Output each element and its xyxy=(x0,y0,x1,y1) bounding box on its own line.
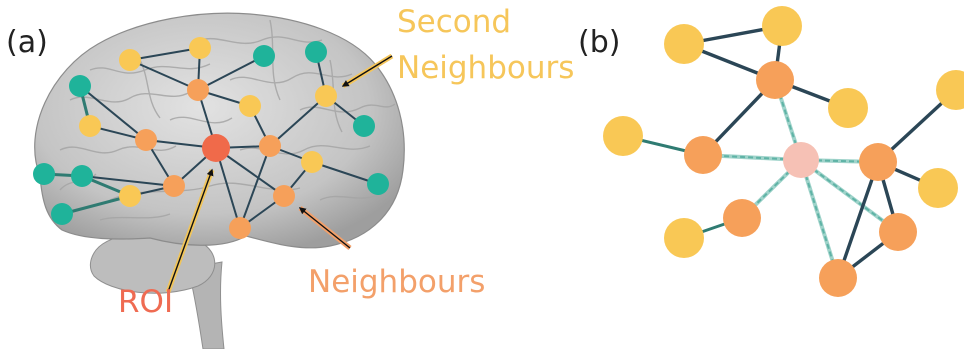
a-edge xyxy=(81,175,175,187)
a-node-neighbour xyxy=(187,79,209,101)
a-node-second-neighbour xyxy=(119,185,141,207)
b-node-second-neighbour xyxy=(936,70,964,110)
b-node-neighbour xyxy=(819,259,857,297)
a-node-neighbour xyxy=(259,135,281,157)
b-node-neighbour xyxy=(879,213,917,251)
a-node-second-neighbour xyxy=(119,49,141,71)
callout-neighbours: Neighbours xyxy=(308,264,485,300)
panel-b: (b) xyxy=(578,6,964,297)
callout-arrows-a xyxy=(165,53,394,293)
b-node-second-neighbour xyxy=(828,88,868,128)
b-node-neighbour xyxy=(684,136,722,174)
b-node-second-neighbour xyxy=(664,218,704,258)
a-node-neighbour xyxy=(229,217,251,239)
panel-a-nodes xyxy=(33,37,389,239)
a-node-second-neighbour xyxy=(79,115,101,137)
a-node-other xyxy=(71,165,93,187)
a-node-second-neighbour xyxy=(239,95,261,117)
b-node-neighbour xyxy=(723,199,761,237)
a-edge xyxy=(311,161,379,185)
a-edge xyxy=(129,59,199,91)
a-node-other xyxy=(253,45,275,67)
b-edge xyxy=(836,161,880,279)
b-node-second-neighbour xyxy=(762,6,802,46)
callout-second-neighbours-line1: Second xyxy=(397,4,511,40)
a-node-neighbour xyxy=(163,175,185,197)
b-edge-dashed xyxy=(800,159,839,279)
b-node-neighbour xyxy=(756,61,794,99)
a-node-other xyxy=(69,75,91,97)
a-edge xyxy=(61,194,131,216)
a-edge xyxy=(129,47,201,61)
b-edge-dashed xyxy=(774,79,802,161)
b-node-second-neighbour xyxy=(603,116,643,156)
b-node-second-neighbour xyxy=(664,24,704,64)
a-node-other xyxy=(305,41,327,63)
panel-b-nodes xyxy=(603,6,964,297)
a-node-second-neighbour xyxy=(301,151,323,173)
a-node-other xyxy=(51,203,73,225)
b-node-second-neighbour xyxy=(918,168,958,208)
a-node-other xyxy=(353,115,375,137)
callout-second-neighbours-line2: Neighbours xyxy=(397,50,574,86)
a-edge xyxy=(79,85,147,141)
a-edge xyxy=(197,55,265,91)
panel-a-label: (a) xyxy=(6,25,48,60)
a-node-roi xyxy=(202,134,230,162)
callout-roi: ROI xyxy=(118,284,173,320)
b-edge-dashed xyxy=(800,159,899,233)
a-node-other xyxy=(367,173,389,195)
panel-b-label: (b) xyxy=(578,25,620,60)
a-edge xyxy=(239,145,271,229)
b-node-neighbour xyxy=(859,143,897,181)
a-node-neighbour xyxy=(135,129,157,151)
a-node-second-neighbour xyxy=(315,85,337,107)
panel-a: (a) xyxy=(6,4,574,349)
a-edge xyxy=(269,95,327,147)
a-node-neighbour xyxy=(273,185,295,207)
a-node-second-neighbour xyxy=(189,37,211,59)
b-node-roi-light xyxy=(783,142,819,178)
a-node-other xyxy=(33,163,55,185)
